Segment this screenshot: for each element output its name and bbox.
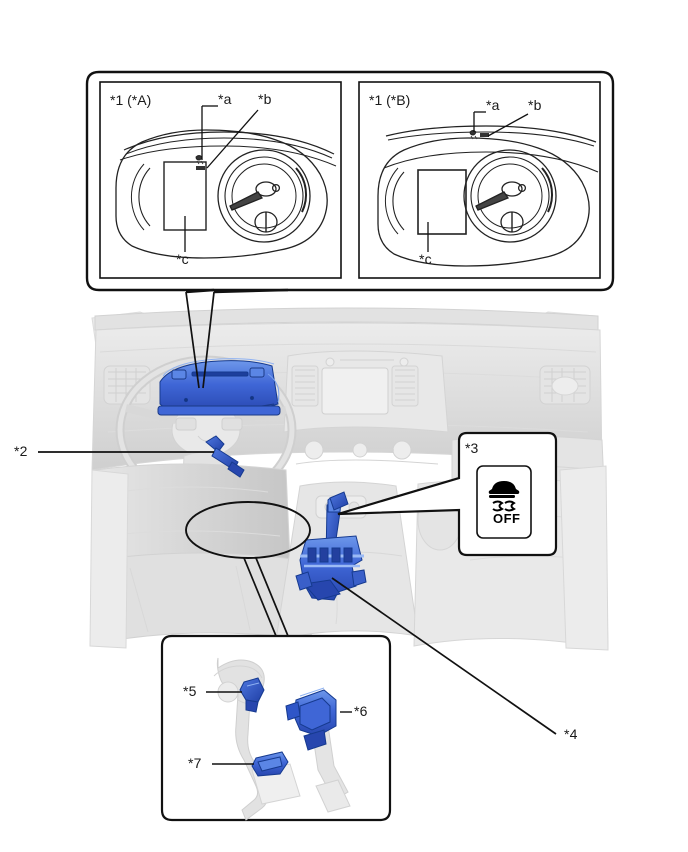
label-a-left: *a	[218, 91, 232, 107]
brake-stroke-sensor-highlight	[251, 751, 289, 777]
leader-lines-main	[38, 291, 557, 735]
label-a-right: *a	[486, 97, 500, 113]
label-7: *7	[188, 755, 202, 771]
combination-meter-highlight	[157, 358, 281, 416]
highlighted-components-main	[157, 358, 367, 601]
stop-lamp-switch-highlight	[239, 677, 265, 713]
label-b-right: *b	[528, 97, 542, 113]
accel-pedal-sensor-highlight	[285, 687, 337, 751]
label-4: *4	[564, 726, 578, 742]
vsc-off-icon	[488, 481, 520, 512]
callout-3-title: *3	[465, 440, 479, 456]
callout-pedals-leaders	[206, 691, 352, 765]
vsc-off-switch-highlight	[329, 491, 349, 511]
callout-b-title: *1 (*B)	[369, 92, 411, 108]
callout-a-title: *1 (*A)	[110, 92, 152, 108]
label-2: *2	[14, 443, 28, 459]
vsc-off-label: OFF	[493, 511, 521, 526]
cluster-art-A	[115, 129, 337, 259]
label-c-right: *c	[419, 251, 432, 267]
cluster-art-B	[377, 125, 599, 267]
callout-vsc-frame	[337, 431, 558, 557]
callout-top-leaders	[184, 105, 529, 252]
label-6: *6	[354, 703, 368, 719]
shift-lever-assembly-highlight	[295, 496, 367, 601]
label-b-left: *b	[258, 91, 272, 107]
pedal-assembly-art	[213, 657, 351, 821]
label-c-left: *c	[176, 251, 189, 267]
label-5: *5	[183, 683, 197, 699]
turn-signal-switch-highlight	[205, 435, 245, 478]
